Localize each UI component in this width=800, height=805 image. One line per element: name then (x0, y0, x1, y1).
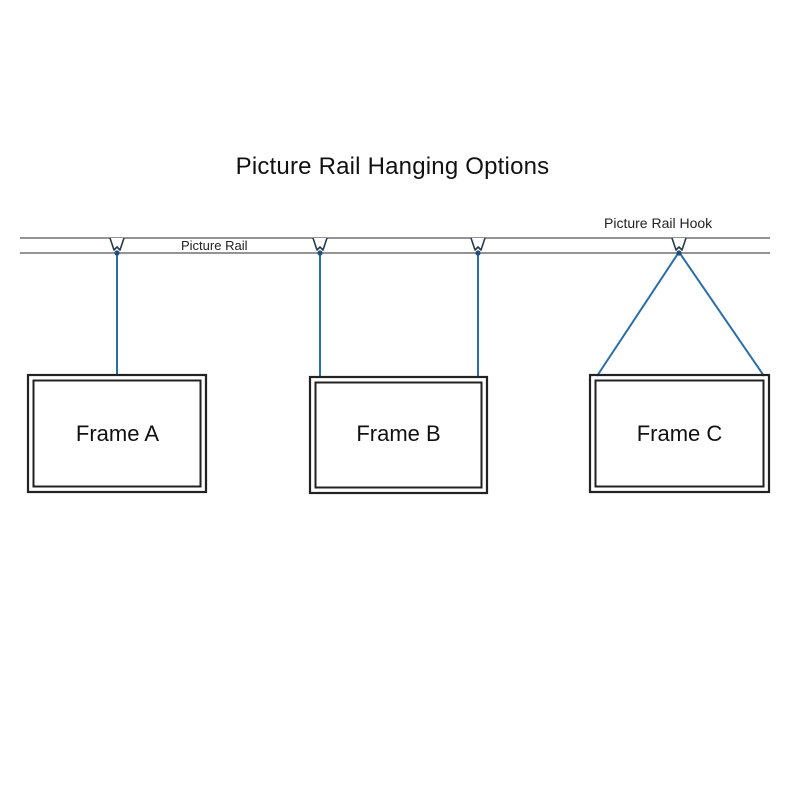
hook-3 (470, 237, 486, 256)
diagram-title: Picture Rail Hanging Options (235, 153, 550, 180)
picture-rail (20, 237, 770, 254)
hook-2 (312, 237, 328, 256)
hook-1 (109, 237, 125, 256)
cord-frame-c-left (596, 251, 680, 377)
frame-a (26, 373, 208, 494)
cords (116, 251, 765, 378)
frame-a-label: Frame A (75, 421, 160, 446)
cord-frame-c-right (678, 251, 765, 377)
hook-4 (671, 237, 687, 256)
frame-b-label: Frame B (356, 421, 441, 446)
frame-b (308, 375, 489, 495)
frame-c-label: Frame C (636, 421, 723, 446)
frame-c (588, 373, 771, 494)
picture-rail-hook-label: Picture Rail Hook (604, 215, 713, 231)
picture-rail-label: Picture Rail (181, 238, 248, 253)
